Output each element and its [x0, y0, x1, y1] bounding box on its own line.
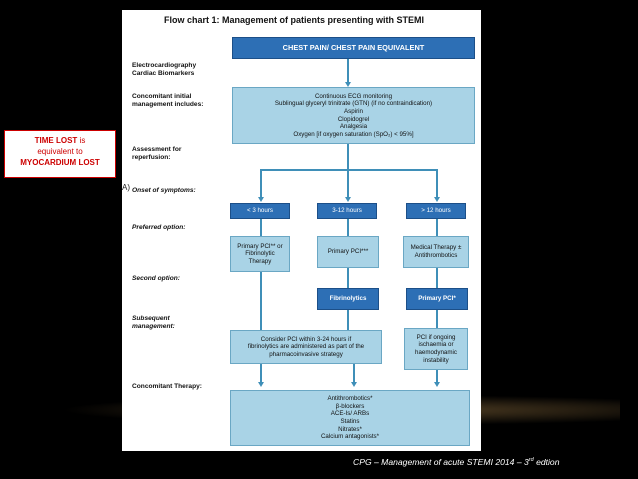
flowchart-title: Flow chart 1: Management of patients pre…: [164, 15, 425, 25]
chest-pain-box: CHEST PAIN/ CHEST PAIN EQUIVALENT: [232, 37, 475, 59]
label-second: Second option:: [132, 275, 180, 282]
label-management: management:: [132, 323, 175, 330]
connector-line: [260, 169, 262, 199]
therapy-item: Calcium antagonists*: [320, 433, 380, 441]
subsequent-line: fibrinolytics are administered as part o…: [247, 343, 365, 351]
arrow-down-icon: [351, 382, 357, 387]
connector-line: [260, 169, 437, 171]
annotation-marker: A): [122, 183, 130, 192]
connector-line: [347, 219, 349, 236]
callout-line3: MYOCARDIUM LOST: [20, 158, 100, 167]
callout-bold: TIME LOST: [34, 136, 78, 145]
subsequent-line: instability: [423, 356, 449, 364]
time-box-3-12: 3-12 hours: [317, 203, 377, 219]
arrow-down-icon: [434, 382, 440, 387]
callout-rest: is: [77, 136, 86, 145]
arrow-down-icon: [258, 382, 264, 387]
connector-line: [436, 370, 438, 384]
preferred-line: Fibrinolytic: [245, 250, 275, 258]
connector-line: [347, 59, 349, 84]
subsequent-line: ischaemia or: [418, 341, 454, 349]
preferred-line: Primary PCI** or: [237, 242, 283, 250]
arrow-down-icon: [434, 197, 440, 202]
connector-line: [353, 364, 355, 384]
arrow-down-icon: [345, 82, 351, 87]
connector-line: [436, 219, 438, 236]
second-box-primary-pci: Primary PCI*: [406, 288, 468, 310]
footer-text: CPG – Management of acute STEMI 2014 – 3: [353, 457, 529, 467]
flowchart-image: Flow chart 1: Management of patients pre…: [122, 10, 481, 451]
therapy-item: Statins: [340, 418, 360, 425]
connector-line: [436, 310, 438, 328]
initial-item: Aspirin: [344, 107, 363, 115]
preferred-box-gt12: Medical Therapy ± Antithrombotics: [403, 236, 469, 268]
initial-item: Sublingual glyceryl trinitrate (GTN) (if…: [274, 100, 433, 108]
subsequent-line: PCI if ongoing: [416, 333, 456, 341]
footer-sup: rd: [528, 457, 534, 464]
subsequent-box-left: Consider PCI within 3-24 hours if fibrin…: [230, 330, 382, 364]
initial-item: Oxygen [if oxygen saturation (SpO₂) < 95…: [293, 130, 414, 138]
label-management-includes: management includes:: [132, 101, 204, 108]
connector-line: [260, 272, 262, 330]
time-lost-callout: TIME LOST is equivalent to MYOCARDIUM LO…: [4, 130, 116, 178]
initial-management-box: Continuous ECG monitoring Sublingual gly…: [232, 87, 475, 144]
second-box-fibrinolytics: Fibrinolytics: [317, 288, 379, 310]
subsequent-line: haemodynamic: [415, 349, 457, 356]
label-ecg: Electrocardiography: [132, 62, 197, 69]
therapy-item: Antithrombotics*: [327, 395, 373, 403]
initial-item: Analgesia: [339, 123, 368, 131]
connector-line: [347, 169, 349, 199]
time-box-gt12: > 12 hours: [406, 203, 466, 219]
therapy-item: ACE-Is/ ARBs: [330, 410, 370, 418]
callout-line2: equivalent to: [37, 147, 83, 156]
subsequent-line: Consider PCI within 3-24 hours if: [260, 335, 352, 343]
label-concomitant-therapy: Concomitant Therapy:: [132, 383, 202, 390]
arrow-down-icon: [345, 197, 351, 202]
preferred-line: Medical Therapy ±: [410, 244, 462, 252]
label-onset: Onset of symptoms:: [132, 187, 196, 194]
connector-line: [260, 219, 262, 236]
label-reperfusion: reperfusion:: [132, 154, 171, 161]
label-concomitant-initial: Concomitant initial: [132, 93, 192, 100]
time-box-lt3: < 3 hours: [230, 203, 290, 219]
connector-line: [347, 144, 349, 169]
label-preferred: Preferred option:: [132, 224, 186, 231]
label-biomarkers: Cardiac Biomarkers: [132, 70, 195, 77]
preferred-box-lt3: Primary PCI** or Fibrinolytic Therapy: [230, 236, 290, 272]
therapy-item: β-blockers: [335, 402, 365, 410]
subsequent-box-right: PCI if ongoing ischaemia or haemodynamic…: [404, 328, 468, 370]
label-subsequent: Subsequent: [132, 315, 170, 322]
preferred-line: Therapy: [248, 257, 272, 265]
connector-line: [436, 169, 438, 199]
initial-item: Clopidogrel: [337, 115, 370, 123]
therapy-item: Nitrates*: [338, 425, 362, 433]
preferred-box-3-12: Primary PCI***: [317, 236, 379, 268]
connector-line: [260, 364, 262, 384]
preferred-line: Antithrombotics: [414, 252, 458, 259]
subsequent-line: pharmacoinvasive strategy: [269, 350, 343, 358]
concomitant-therapy-box: Antithrombotics* β-blockers ACE-Is/ ARBs…: [230, 390, 470, 446]
connector-line: [436, 268, 438, 288]
footer-tail: edtion: [533, 457, 560, 467]
arrow-down-icon: [258, 197, 264, 202]
initial-item: Continuous ECG monitoring: [314, 92, 393, 100]
preferred-line: Primary PCI***: [327, 248, 369, 256]
footer-citation: CPG – Management of acute STEMI 2014 – 3…: [353, 457, 560, 467]
connector-line: [347, 310, 349, 330]
label-assessment: Assessment for: [132, 146, 182, 153]
connector-line: [347, 268, 349, 288]
